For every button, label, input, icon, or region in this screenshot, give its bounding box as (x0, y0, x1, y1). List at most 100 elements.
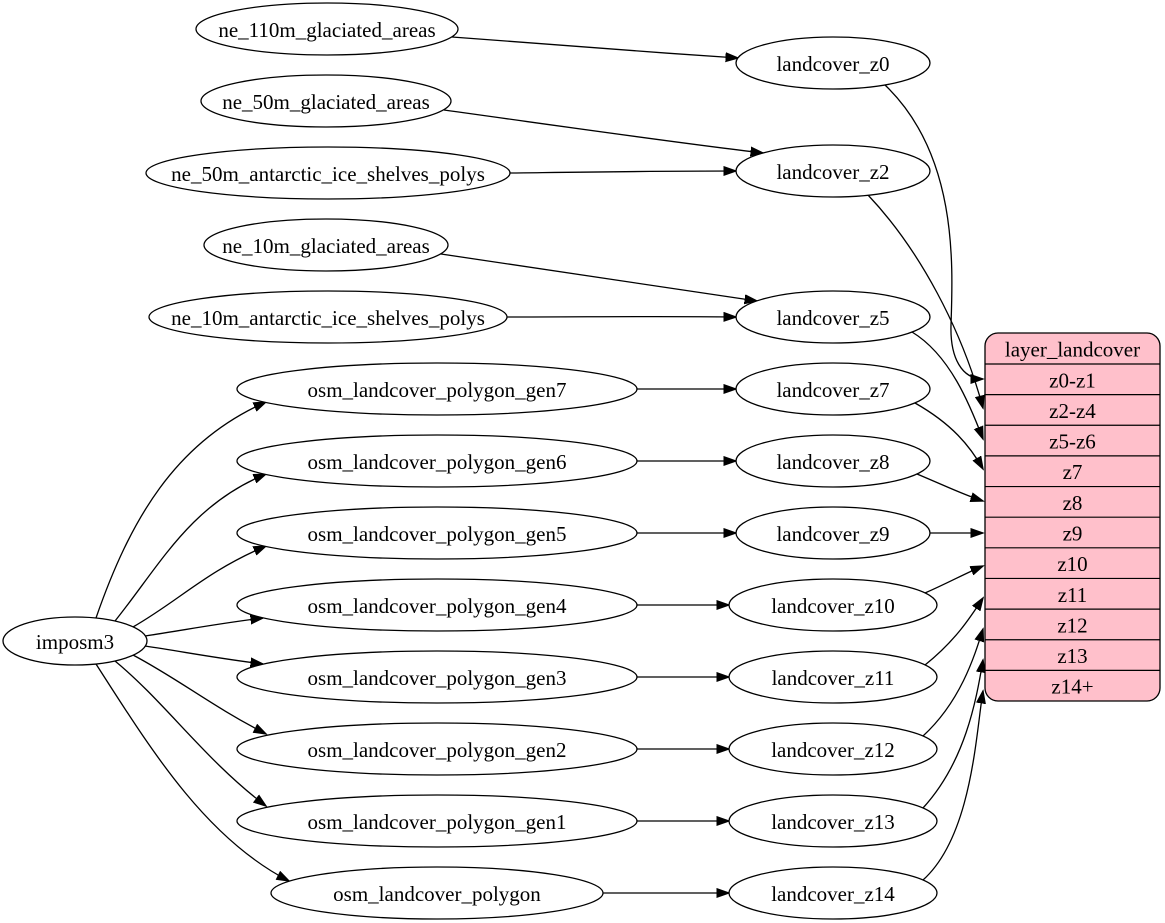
landcover_z11-label: landcover_z11 (772, 666, 895, 690)
osm_landcover_polygon_gen1-label: osm_landcover_polygon_gen1 (308, 810, 567, 834)
edge-imposm3-to-osm_landcover_polygon_gen2 (132, 654, 266, 734)
landcover_z11-ellipse (728, 650, 938, 704)
record-row-z8: z8 (1063, 491, 1083, 515)
osm_landcover_polygon_gen2-ellipse (236, 722, 638, 776)
node-landcover_z7: landcover_z7 (735, 362, 931, 416)
ne_50m_antarctic_ice_shelves_polys-label: ne_50m_antarctic_ice_shelves_polys (171, 162, 485, 186)
node-osm_landcover_polygon_gen5: osm_landcover_polygon_gen5 (236, 506, 638, 560)
nodes-layer: imposm3 ne_110m_glaciated_areas ne_50m_gla… (2, 2, 938, 920)
ne_50m_glaciated_areas-label: ne_50m_glaciated_areas (222, 90, 430, 114)
landcover_z13-ellipse (728, 794, 938, 848)
landcover_z0-label: landcover_z0 (776, 52, 889, 76)
node-osm_landcover_polygon_gen1: osm_landcover_polygon_gen1 (236, 794, 638, 848)
node-ne_50m_glaciated_areas: ne_50m_glaciated_areas (200, 74, 452, 128)
edge-landcover_z7-to-layer_landcover-z7 (914, 402, 983, 469)
edge-ne_10m_glaciated_areas-to-landcover_z5 (440, 253, 757, 301)
node-imposm3: imposm3 (2, 616, 148, 666)
landcover_z14-label: landcover_z14 (771, 882, 895, 906)
landcover_z5-label: landcover_z5 (776, 306, 889, 330)
edge-ne_50m_antarctic_ice_shelves_polys-to-landcover_z2 (509, 171, 736, 173)
record-row-z7: z7 (1063, 460, 1083, 484)
ne_10m_antarctic_ice_shelves_polys-ellipse (148, 290, 508, 344)
edge-imposm3-to-osm_landcover_polygon_gen6 (114, 474, 266, 622)
node-ne_10m_antarctic_ice_shelves_polys: ne_10m_antarctic_ice_shelves_polys (148, 290, 508, 344)
edge-landcover_z13-to-layer_landcover-z13 (922, 660, 983, 809)
landcover_z7-label: landcover_z7 (776, 378, 889, 402)
edge-landcover_z14-to-layer_landcover-z14+ (922, 691, 983, 881)
osm_landcover_polygon_gen1-ellipse (236, 794, 638, 848)
osm_landcover_polygon_gen5-ellipse (236, 506, 638, 560)
landcover_z2-ellipse (735, 144, 931, 198)
edge-landcover_z0-to-layer_landcover-z0-z1 (884, 84, 983, 379)
node-osm_landcover_polygon_gen6: osm_landcover_polygon_gen6 (236, 434, 638, 488)
node-ne_10m_glaciated_areas: ne_10m_glaciated_areas (203, 218, 449, 272)
edge-landcover_z10-to-layer_landcover-z10 (924, 566, 983, 594)
landcover_z9-ellipse (735, 506, 931, 560)
record-row-z5-z6: z5-z6 (1049, 430, 1096, 454)
edge-landcover_z12-to-layer_landcover-z12 (922, 629, 983, 737)
osm_landcover_polygon_gen4-label: osm_landcover_polygon_gen4 (308, 594, 567, 618)
landcover_z8-label: landcover_z8 (776, 450, 889, 474)
node-landcover_z5: landcover_z5 (735, 290, 931, 344)
record-row-z0-z1: z0-z1 (1049, 368, 1096, 392)
node-osm_landcover_polygon_gen3: osm_landcover_polygon_gen3 (236, 650, 638, 704)
edge-imposm3-to-osm_landcover_polygon_gen1 (114, 660, 266, 806)
osm_landcover_polygon_gen2-label: osm_landcover_polygon_gen2 (308, 738, 567, 762)
edge-landcover_z11-to-layer_landcover-z11 (924, 598, 983, 666)
landcover_z12-label: landcover_z12 (771, 738, 895, 762)
osm_landcover_polygon_gen3-label: osm_landcover_polygon_gen3 (308, 666, 567, 690)
edge-landcover_z5-to-layer_landcover-z5-z6 (911, 331, 983, 439)
ne_50m_glaciated_areas-ellipse (200, 74, 452, 128)
osm_landcover_polygon_gen6-ellipse (236, 434, 638, 488)
landcover_z10-ellipse (728, 578, 938, 632)
node-osm_landcover_polygon: osm_landcover_polygon (270, 866, 604, 920)
node-ne_50m_antarctic_ice_shelves_polys: ne_50m_antarctic_ice_shelves_polys (145, 146, 511, 200)
node-landcover_z11: landcover_z11 (728, 650, 938, 704)
node-ne_110m_glaciated_areas: ne_110m_glaciated_areas (195, 2, 459, 56)
record-row-z2-z4: z2-z4 (1049, 399, 1096, 423)
osm_landcover_polygon_gen7-ellipse (236, 362, 638, 416)
node-landcover_z9: landcover_z9 (735, 506, 931, 560)
landcover_z12-ellipse (728, 722, 938, 776)
edge-ne_50m_glaciated_areas-to-landcover_z2 (443, 109, 763, 153)
node-landcover_z13: landcover_z13 (728, 794, 938, 848)
edge-imposm3-to-osm_landcover_polygon (95, 663, 289, 881)
osm_landcover_polygon_gen5-label: osm_landcover_polygon_gen5 (308, 522, 567, 546)
node-osm_landcover_polygon_gen2: osm_landcover_polygon_gen2 (236, 722, 638, 776)
node-landcover_z12: landcover_z12 (728, 722, 938, 776)
node-landcover_z2: landcover_z2 (735, 144, 931, 198)
osm_landcover_polygon-ellipse (270, 866, 604, 920)
imposm3-ellipse (2, 616, 148, 666)
edge-imposm3-to-osm_landcover_polygon_gen7 (95, 402, 266, 619)
ne_110m_glaciated_areas-ellipse (195, 2, 459, 56)
node-layer_landcover: layer_landcover z0-z1 z2-z4 z5-z6 z7 z8 z9 z10 z… (984, 332, 1161, 702)
record-title: layer_landcover (1005, 338, 1140, 362)
landcover_z14-ellipse (728, 866, 938, 920)
landcover_z7-ellipse (735, 362, 931, 416)
landcover_z10-label: landcover_z10 (771, 594, 895, 618)
node-landcover_z10: landcover_z10 (728, 578, 938, 632)
edge-imposm3-to-osm_landcover_polygon_gen4 (144, 618, 263, 637)
edges-layer (95, 36, 983, 893)
record-row-z9: z9 (1063, 522, 1083, 546)
node-landcover_z0: landcover_z0 (735, 36, 931, 90)
landcover_z2-label: landcover_z2 (776, 160, 889, 184)
edge-landcover_z2-to-layer_landcover-z2-z4 (867, 194, 983, 408)
ne_10m_glaciated_areas-ellipse (203, 218, 449, 272)
landcover_z13-label: landcover_z13 (771, 810, 895, 834)
imposm3-label: imposm3 (36, 630, 114, 654)
record-row-z14+: z14+ (1051, 675, 1093, 699)
record-row-z13: z13 (1057, 644, 1087, 668)
landcover_z8-ellipse (735, 434, 931, 488)
record-row-z10: z10 (1057, 552, 1087, 576)
landcover_z5-ellipse (735, 290, 931, 344)
osm_landcover_polygon-label: osm_landcover_polygon (333, 882, 541, 906)
landcover_z9-label: landcover_z9 (776, 522, 889, 546)
edge-imposm3-to-osm_landcover_polygon_gen5 (132, 546, 266, 628)
record-row-z11: z11 (1058, 583, 1088, 607)
osm_landcover_polygon_gen7-label: osm_landcover_polygon_gen7 (308, 378, 567, 402)
osm_landcover_polygon_gen3-ellipse (236, 650, 638, 704)
edge-landcover_z8-to-layer_landcover-z8 (916, 473, 983, 501)
osm_landcover_polygon_gen4-ellipse (236, 578, 638, 632)
